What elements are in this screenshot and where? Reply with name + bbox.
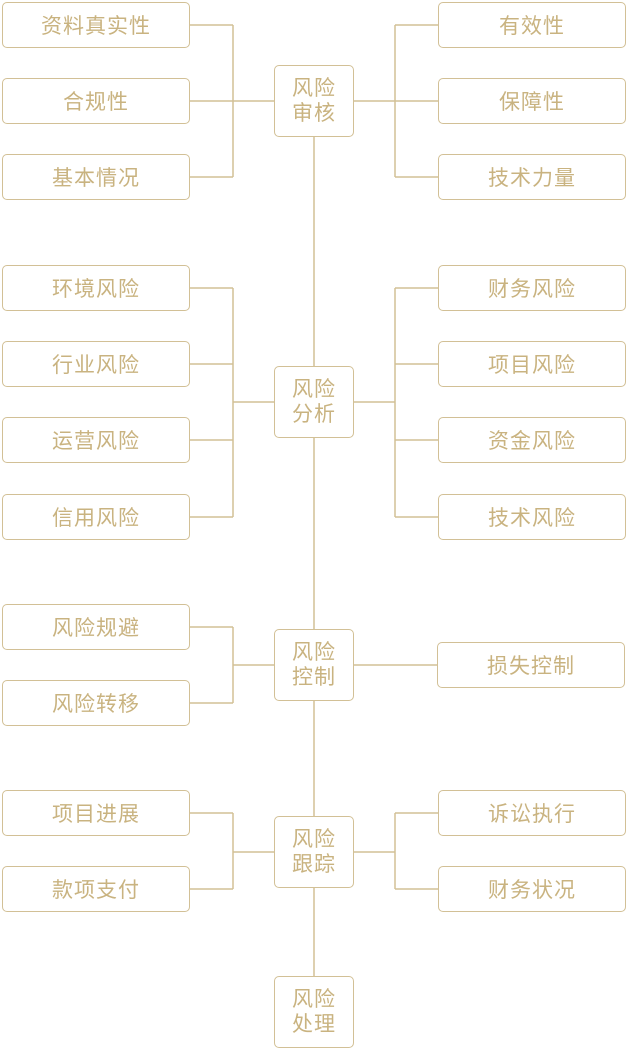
node-risk-tracking-line2: 跟踪 — [292, 852, 336, 876]
node-safeguard: 保障性 — [438, 78, 626, 124]
node-industry-risk: 行业风险 — [2, 341, 190, 387]
node-risk-control-line1: 风险 — [292, 640, 336, 664]
node-operation-risk: 运营风险 — [2, 417, 190, 463]
node-risk-analysis-line2: 分析 — [292, 402, 336, 426]
node-risk-control: 风险 控制 — [274, 629, 354, 701]
node-basic-situation: 基本情况 — [2, 154, 190, 200]
node-technical-risk: 技术风险 — [438, 494, 626, 540]
node-risk-handling-line2: 处理 — [292, 1012, 336, 1036]
node-compliance: 合规性 — [2, 78, 190, 124]
node-project-risk: 项目风险 — [438, 341, 626, 387]
node-risk-handling: 风险 处理 — [274, 976, 354, 1048]
node-capital-risk: 资金风险 — [438, 417, 626, 463]
node-risk-review: 风险 审核 — [274, 65, 354, 137]
node-risk-control-line2: 控制 — [292, 665, 336, 689]
node-litigation-execution: 诉讼执行 — [438, 790, 626, 836]
node-risk-tracking: 风险 跟踪 — [274, 816, 354, 888]
node-financial-status: 财务状况 — [438, 866, 626, 912]
node-risk-analysis: 风险 分析 — [274, 366, 354, 438]
node-risk-review-line2: 审核 — [292, 101, 336, 125]
node-risk-transfer: 风险转移 — [2, 680, 190, 726]
node-validity: 有效性 — [438, 2, 626, 48]
node-technical-strength: 技术力量 — [438, 154, 626, 200]
node-risk-avoidance: 风险规避 — [2, 604, 190, 650]
node-payment: 款项支付 — [2, 866, 190, 912]
node-risk-review-line1: 风险 — [292, 76, 336, 100]
node-project-progress: 项目进展 — [2, 790, 190, 836]
node-loss-control: 损失控制 — [437, 642, 625, 688]
node-financial-risk: 财务风险 — [438, 265, 626, 311]
node-risk-analysis-line1: 风险 — [292, 377, 336, 401]
node-data-authenticity: 资料真实性 — [2, 2, 190, 48]
node-risk-tracking-line1: 风险 — [292, 827, 336, 851]
node-risk-handling-line1: 风险 — [292, 987, 336, 1011]
node-environment-risk: 环境风险 — [2, 265, 190, 311]
node-credit-risk: 信用风险 — [2, 494, 190, 540]
